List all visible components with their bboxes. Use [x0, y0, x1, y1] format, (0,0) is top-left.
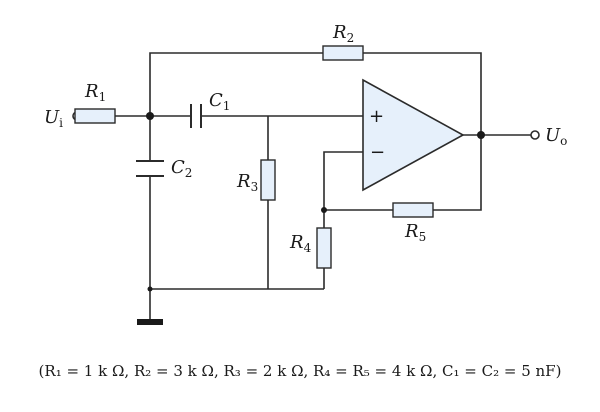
- op-amp: [362, 78, 465, 192]
- resistor-r2: [322, 45, 364, 61]
- junction-ground: [147, 286, 153, 292]
- ground-symbol: [137, 319, 163, 325]
- label-r1: R1: [84, 81, 106, 104]
- resistor-r1: [74, 108, 116, 124]
- component-values-caption: (R₁ = 1 k Ω, R₂ = 3 k Ω, R₃ = 2 k Ω, R₄ …: [38, 362, 562, 380]
- label-c1: C1: [209, 90, 230, 113]
- resistor-r3: [260, 159, 276, 201]
- junction-r4-r5: [321, 207, 327, 213]
- junction-input: [146, 112, 154, 120]
- output-terminal: [530, 130, 540, 140]
- wire-top-feedback: [149, 52, 482, 135]
- label-r4: R4: [289, 232, 312, 255]
- wire-r5-feedback: [324, 135, 482, 211]
- resistor-r4: [316, 227, 332, 269]
- label-r5: R5: [404, 221, 426, 244]
- inverting-sign: −: [370, 142, 385, 163]
- junction-output: [477, 131, 485, 139]
- label-input-voltage: Ui: [44, 107, 63, 130]
- label-r3: R3: [236, 171, 258, 194]
- noninverting-sign: +: [369, 106, 384, 127]
- label-output-voltage: Uo: [545, 125, 567, 148]
- label-c2: C2: [171, 157, 192, 180]
- label-r2: R2: [332, 22, 354, 45]
- resistor-r5: [392, 202, 434, 218]
